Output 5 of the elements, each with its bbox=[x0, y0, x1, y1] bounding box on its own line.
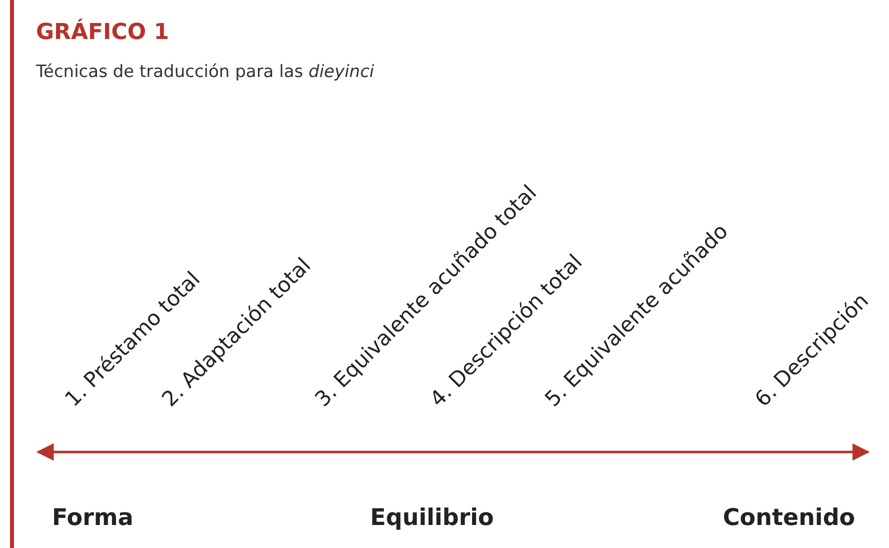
scale-end-label: Forma bbox=[52, 505, 134, 531]
subtitle: Técnicas de traducción para las dieyinci bbox=[36, 62, 374, 82]
scale-end-label: Equilibrio bbox=[370, 505, 494, 531]
chart-title: GRÁFICO 1 bbox=[36, 20, 170, 45]
scale-end-label: Contenido bbox=[722, 505, 856, 531]
